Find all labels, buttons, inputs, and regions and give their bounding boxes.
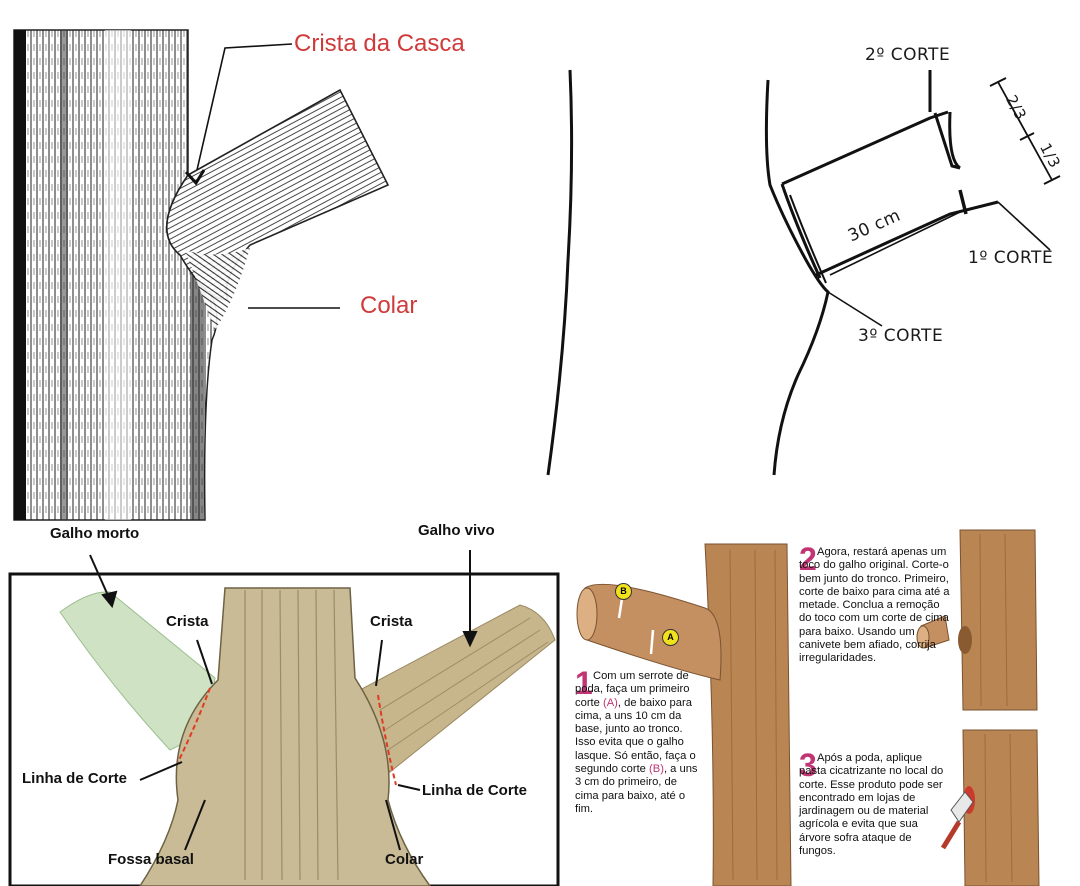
mark-b-badge: B (615, 583, 632, 600)
basal-pit-label: Fossa basal (108, 851, 194, 868)
third-cut-label: 3º CORTE (858, 326, 943, 346)
collar-bottom-label: Colar (385, 851, 423, 868)
dead-live-illustration (0, 500, 565, 886)
trunk-engraving-illustration (0, 0, 520, 520)
step-2-text: Agora, restará apenas um toco do galho o… (799, 546, 951, 666)
crest-right-label: Crista (370, 613, 413, 630)
first-cut-label: 1º CORTE (968, 248, 1053, 268)
three-cut-diagram: 2º CORTE 1º CORTE 3º CORTE 30 cm 2/3 1/3 (520, 0, 1080, 500)
dead-live-branch-diagram: Galho morto Galho vivo Crista Crista Lin… (0, 500, 565, 886)
collar-label: Colar (360, 292, 417, 320)
step-1-mark-a: (A) (603, 697, 618, 709)
pruning-steps: B A 1 Com um serrote de poda, faça um pr… (565, 530, 1080, 886)
cut-line-left-label: Linha de Corte (22, 770, 127, 787)
live-branch-label: Galho vivo (418, 522, 495, 539)
crest-left-label: Crista (166, 613, 209, 630)
step-3-text: Após a poda, aplique pasta cicatrizante … (799, 752, 951, 858)
collar-diagram: Crista da Casca Colar (0, 0, 520, 520)
step-1-text: Com um serrote de poda, faça um primeiro… (575, 670, 703, 816)
mark-a-badge: A (662, 629, 679, 646)
step-1-mark-b: (B) (649, 763, 664, 775)
cut-line-right-label: Linha de Corte (422, 782, 527, 799)
second-cut-label: 2º CORTE (865, 45, 950, 65)
crest-label: Crista da Casca (294, 30, 465, 58)
dead-branch-label: Galho morto (50, 525, 139, 542)
